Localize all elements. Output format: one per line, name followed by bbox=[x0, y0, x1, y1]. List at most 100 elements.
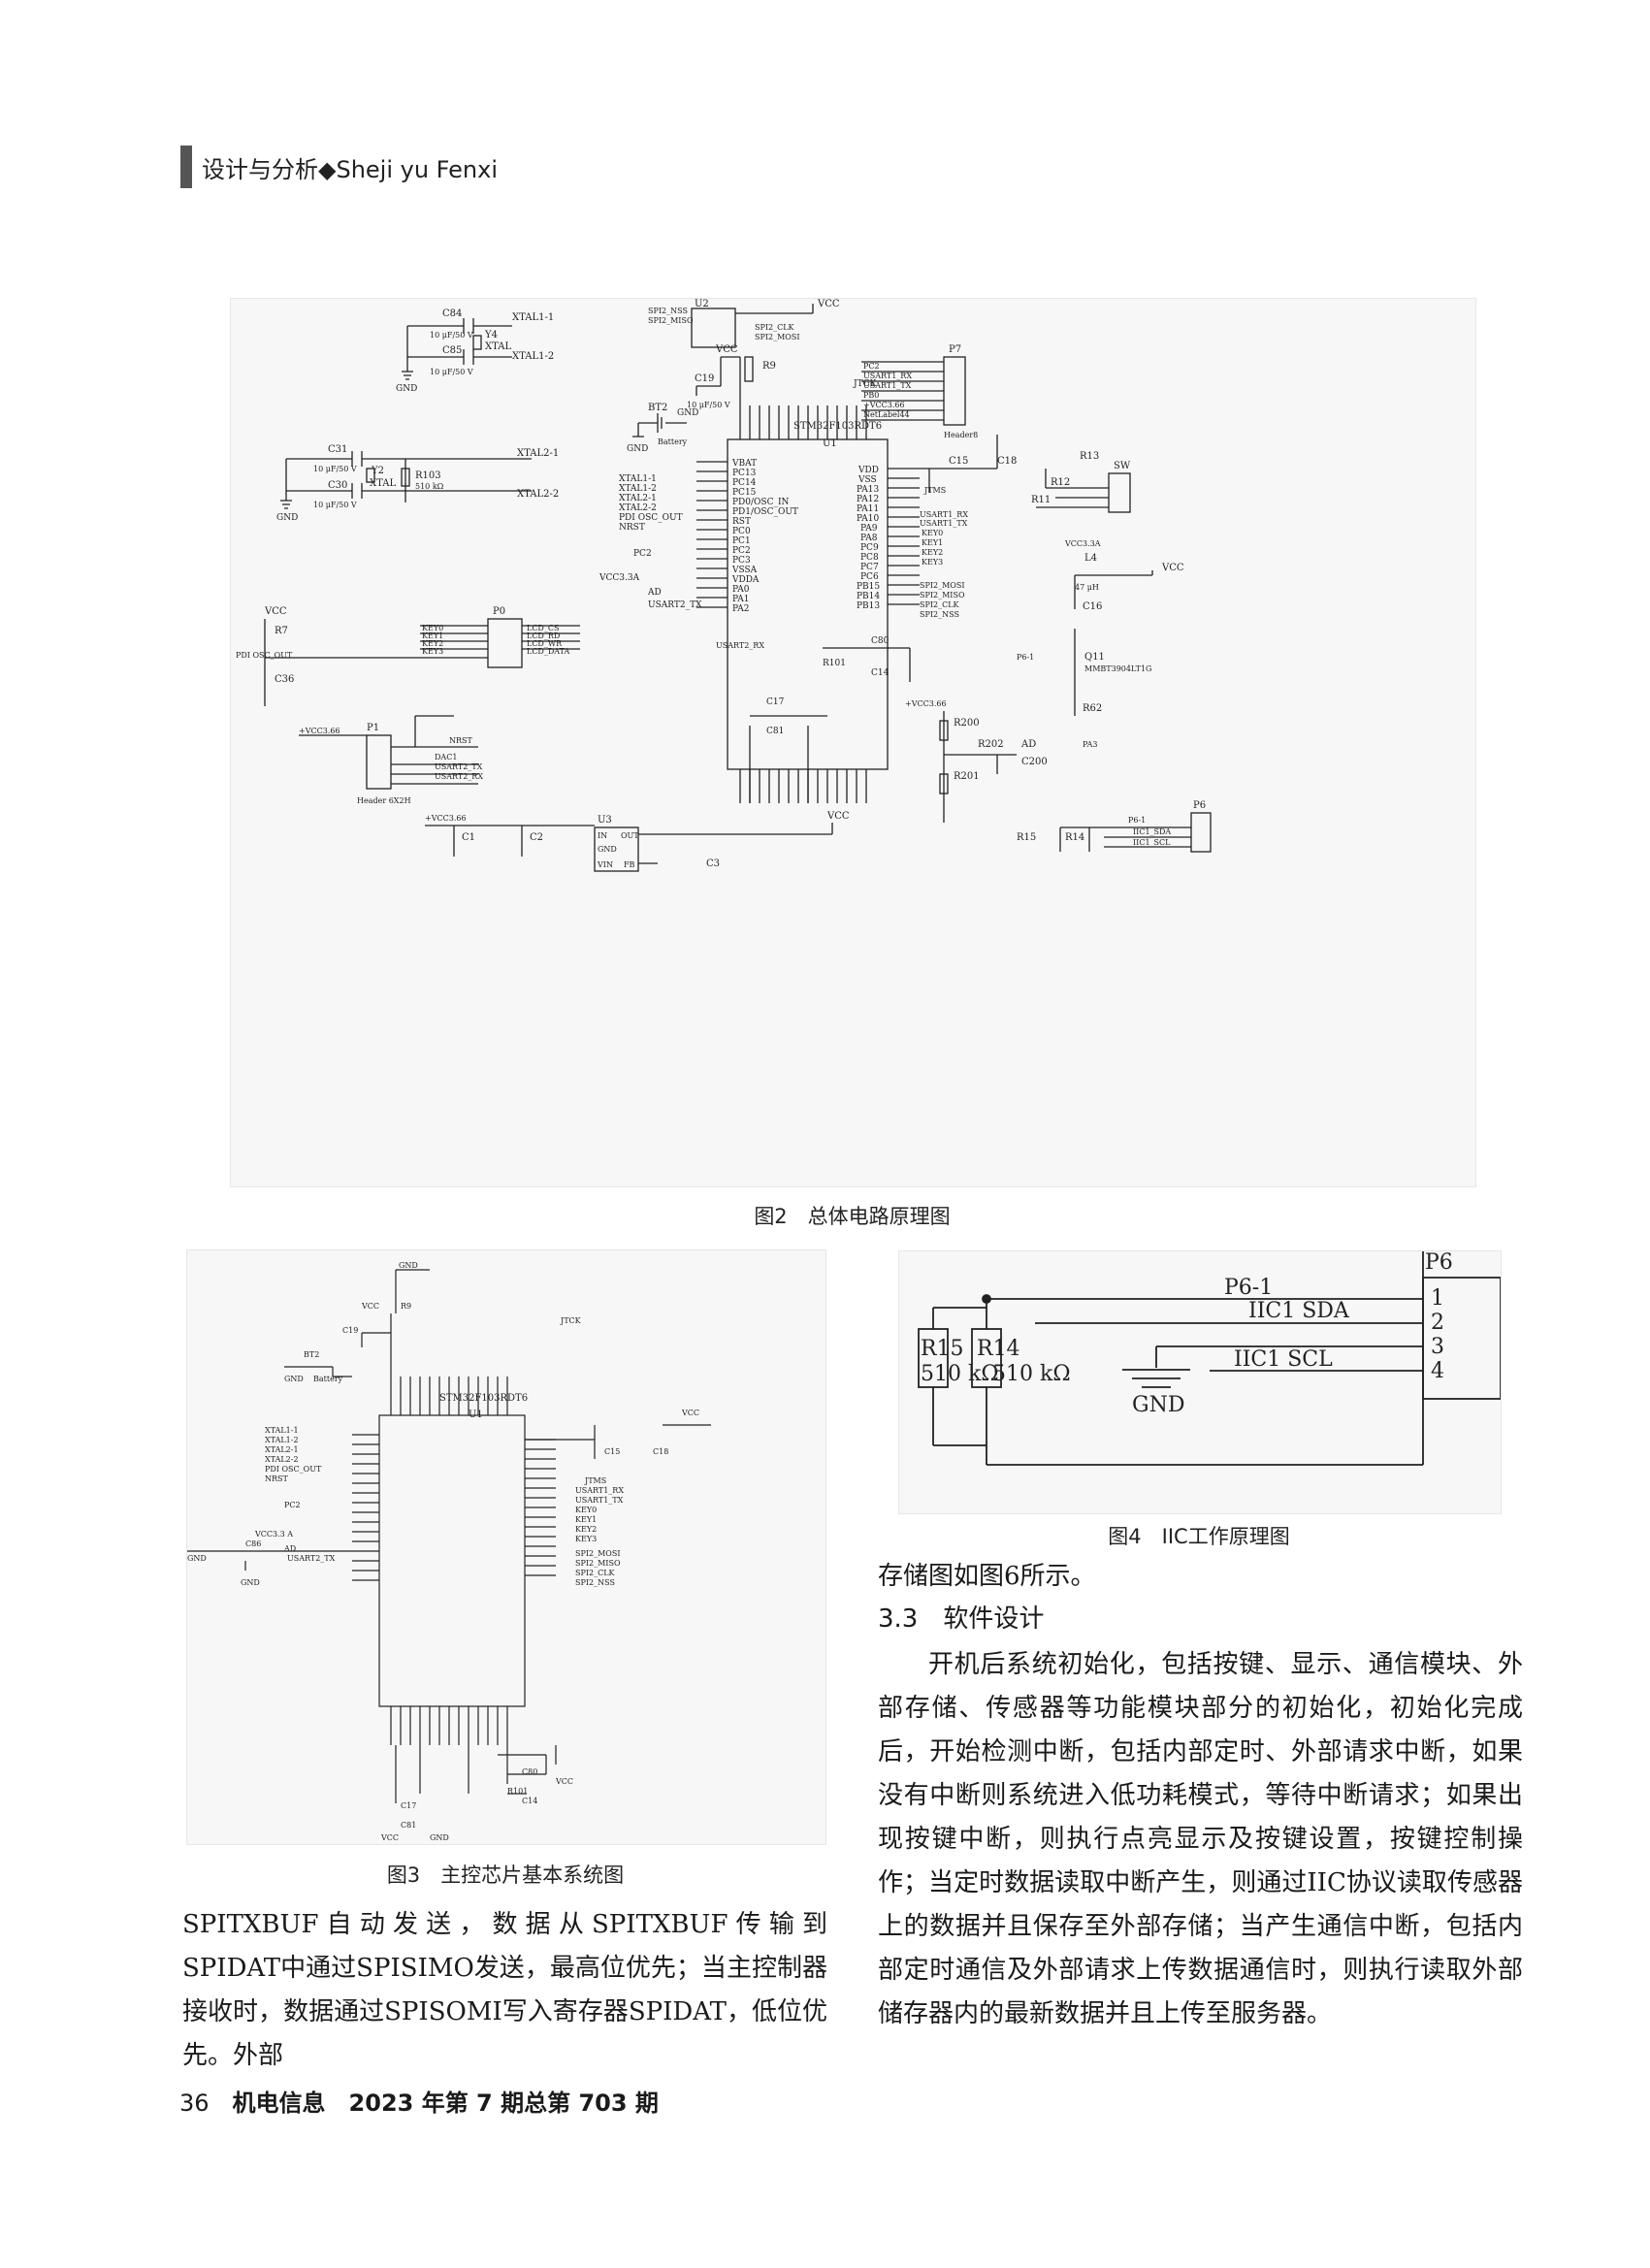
fig2-key1-right: KEY1 bbox=[922, 538, 943, 547]
fig2-y2: Y2 bbox=[371, 466, 384, 476]
fig4-r15 bbox=[918, 1328, 949, 1388]
fig2-crystal-y2: C31 10 μF/50 V C30 10 μF/50 V Y2 XTAL R1… bbox=[276, 444, 559, 523]
svg-text:RST: RST bbox=[732, 517, 751, 527]
journal-issue: 2023 年第 7 期总第 703 期 bbox=[348, 2090, 659, 2117]
fig2-r7: R7 bbox=[275, 626, 288, 636]
fig2-b-usart2-rx: USART2_RX bbox=[716, 641, 764, 650]
fig4-junction bbox=[982, 1294, 991, 1304]
svg-text:KEY1: KEY1 bbox=[575, 1515, 597, 1524]
fig2-rx-right: USART1_RX bbox=[920, 510, 968, 519]
fig2-iic-r15: R15 bbox=[1017, 832, 1036, 843]
fig4-p6-1-label: P6-1 bbox=[1224, 1276, 1273, 1300]
fig2-miso-right: SPI2_MISO bbox=[920, 591, 965, 599]
fig2-q11-part: MMBT3904LT1G bbox=[1084, 664, 1151, 673]
fig2-mosi-right: SPI2_MOSI bbox=[920, 581, 965, 590]
fig2-c15: C15 bbox=[949, 456, 968, 467]
fig2-p1-vcc366: +VCC3.66 bbox=[299, 727, 340, 735]
fig2-iic-scl: IIC1_SCL bbox=[1133, 838, 1171, 847]
svg-text:PC6: PC6 bbox=[860, 572, 879, 582]
fig2-net-xtal1-1: XTAL1-1 bbox=[619, 474, 657, 484]
fig2-key0-right: KEY0 bbox=[922, 529, 943, 537]
svg-text:VCC: VCC bbox=[361, 1302, 379, 1311]
fig2-xtal2-1: XTAL2-1 bbox=[517, 448, 559, 459]
fig2-net-xtal2-2: XTAL2-2 bbox=[619, 503, 657, 513]
fig3-wiring bbox=[187, 1269, 711, 1803]
fig2-mcu-left-nets: XTAL1-1 XTAL1-2 XTAL2-1 XTAL2-2 PDI OSC_… bbox=[599, 474, 702, 610]
svg-text:KEY2: KEY2 bbox=[575, 1525, 597, 1534]
fig2-u3-fb: FB bbox=[624, 860, 635, 869]
fig4-pin4: 4 bbox=[1431, 1359, 1444, 1383]
fig2-p7-vcc366: +VCC3.66 bbox=[863, 401, 905, 409]
fig2-u3: U3 IN GND VIN OUT FB +VCC3.66 C1 C2 C3 V… bbox=[425, 811, 850, 872]
svg-text:PC8: PC8 bbox=[860, 553, 879, 563]
svg-text:PA0: PA0 bbox=[732, 585, 750, 595]
fig2-net-pc2: PC2 bbox=[633, 549, 652, 559]
fig2-tx-right: USART1_TX bbox=[920, 519, 968, 528]
svg-text:USART1_TX: USART1_TX bbox=[575, 1496, 624, 1505]
fig2-u2: U2 SPI2_NSS SPI2_MISO SPI2_CLK SPI2_MOSI… bbox=[648, 299, 840, 348]
figure-4: P6 1 2 3 4 R15 R14 510 kΩ 510 kΩ P6-1 II… bbox=[898, 1250, 1502, 1514]
svg-text:VDD: VDD bbox=[857, 466, 879, 475]
fig4-r15-label: R15 bbox=[921, 1337, 964, 1361]
fig2-p1-tx: USART2_TX bbox=[435, 762, 483, 771]
fig2-xtal1-2: XTAL1-2 bbox=[512, 351, 554, 362]
fig2-divider: +VCC3.66 R200 R201 R202 AD C200 bbox=[905, 699, 1048, 823]
svg-text:C86: C86 bbox=[245, 1539, 261, 1548]
section-title: 3.3 软件设计 bbox=[878, 1604, 1045, 1634]
fig2-l4-val: 47 μH bbox=[1075, 583, 1099, 592]
fig2-y2-xtal: XTAL bbox=[370, 478, 396, 489]
svg-text:PA9: PA9 bbox=[860, 524, 878, 534]
fig2-power-column: L4 47 μH VCC3.3A VCC C16 Q11 MMBT3904LT1… bbox=[1017, 539, 1184, 749]
fig4-r14 bbox=[971, 1328, 1002, 1388]
fig3-mcu-body bbox=[378, 1414, 526, 1707]
fig3-mcu-part: STM32F103RDT6 bbox=[439, 1393, 528, 1404]
fig2-p0: P0 KEY0 KEY1 KEY2 KEY3 LCD_CS LCD_RD LCD… bbox=[236, 606, 580, 706]
fig2-r62: R62 bbox=[1083, 703, 1102, 714]
fig2-r9-c19: R9 VCC C19 10 μF/50 V GND bbox=[677, 344, 776, 418]
svg-text:C19: C19 bbox=[342, 1326, 358, 1335]
svg-text:C14: C14 bbox=[522, 1797, 537, 1805]
svg-text:VCC: VCC bbox=[380, 1833, 399, 1842]
fig2-xtal2-2: XTAL2-2 bbox=[517, 489, 559, 500]
fig2-u2-ref: U2 bbox=[695, 299, 709, 309]
fig2-div-ad: AD bbox=[1020, 739, 1036, 750]
fig2-mcu-right-pins: VDD VSS PA13 PA12 PA11 PA10 PA9 PA8 PC9 … bbox=[857, 466, 920, 611]
fig2-c81: C81 bbox=[766, 727, 784, 736]
fig2-p1-ref: P1 bbox=[367, 723, 379, 733]
running-header: 设计与分析◆Sheji yu Fenxi bbox=[180, 146, 498, 188]
svg-text:PC3: PC3 bbox=[732, 556, 751, 566]
fig2-header6x2: Header 6X2H bbox=[357, 796, 411, 805]
fig2-p0-key3: KEY3 bbox=[422, 647, 443, 656]
svg-text:GND: GND bbox=[430, 1833, 449, 1842]
svg-text:NRST: NRST bbox=[265, 1474, 289, 1483]
fig2-r62-pa3: PA3 bbox=[1083, 740, 1098, 749]
fig2-bottom-passives: USART2_RX C80 C14 R101 C17 C81 bbox=[716, 636, 911, 803]
fig2-mcu-bottom-pins bbox=[739, 769, 867, 803]
svg-text:PC14: PC14 bbox=[732, 478, 757, 488]
fig2-c2: C2 bbox=[530, 832, 543, 843]
figure-4-caption: 图4 IIC工作原理图 bbox=[1108, 1525, 1290, 1548]
svg-text:VBAT: VBAT bbox=[731, 459, 757, 469]
fig2-p6: P6 bbox=[1193, 800, 1206, 811]
svg-text:PA12: PA12 bbox=[857, 495, 879, 504]
fig2-battery-label: Battery bbox=[658, 437, 688, 446]
fig2-c1: C1 bbox=[462, 832, 475, 843]
fig3-mcu-pins bbox=[352, 1377, 556, 1745]
fig4-p6-label: P6 bbox=[1425, 1251, 1453, 1275]
svg-text:GND: GND bbox=[399, 1261, 418, 1270]
fig2-xtal1-1: XTAL1-1 bbox=[512, 312, 554, 323]
figure-2: STM32F103RDT6 U1 VBAT PC13 PC14 PC15 PD0… bbox=[230, 298, 1476, 1187]
page-number: 36 bbox=[179, 2090, 210, 2117]
fig2-r103: R103 bbox=[415, 470, 441, 481]
svg-text:GND: GND bbox=[187, 1554, 207, 1563]
svg-text:VCC: VCC bbox=[681, 1409, 699, 1417]
fig2-r9: R9 bbox=[762, 361, 776, 372]
svg-text:GND: GND bbox=[284, 1375, 304, 1383]
svg-text:C18: C18 bbox=[653, 1447, 668, 1456]
fig2-c85: C85 bbox=[442, 345, 462, 356]
fig2-p7-pb0: PB0 bbox=[863, 391, 879, 400]
fig2-l4-vcc33a: VCC3.3A bbox=[1064, 539, 1101, 548]
fig2-c200: C200 bbox=[1021, 757, 1048, 767]
